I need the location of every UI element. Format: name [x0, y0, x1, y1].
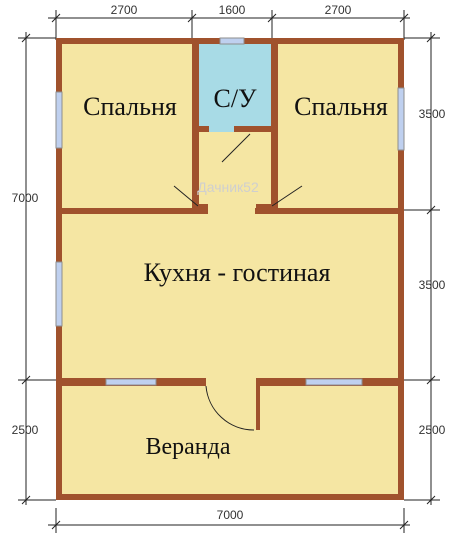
dim-bottom-total: 7000: [217, 508, 244, 522]
dim-right-kitchen: 3500: [419, 278, 446, 292]
room-label-bedroom-right: Спальня: [294, 92, 388, 121]
dim-right-veranda: 2500: [419, 423, 446, 437]
dim-top-right: 2700: [325, 3, 352, 17]
room-label-bathroom: С/У: [214, 84, 258, 113]
room-label-veranda: Веранда: [145, 434, 230, 460]
floors: [62, 44, 398, 494]
dim-top-left: 2700: [111, 3, 138, 17]
dimension-lines: [18, 10, 440, 533]
windows: [55, 37, 405, 386]
room-label-bedroom-left: Спальня: [83, 92, 177, 121]
dim-left-main: 7000: [12, 191, 39, 205]
watermark: Дачник52: [197, 179, 259, 195]
dim-top-middle: 1600: [219, 3, 246, 17]
room-label-kitchen-living: Кухня - гостиная: [144, 258, 331, 287]
door-swings: [173, 133, 303, 431]
dim-left-veranda: 2500: [12, 423, 39, 437]
bathroom: [199, 44, 271, 132]
dim-right-bedrooms: 3500: [419, 107, 446, 121]
